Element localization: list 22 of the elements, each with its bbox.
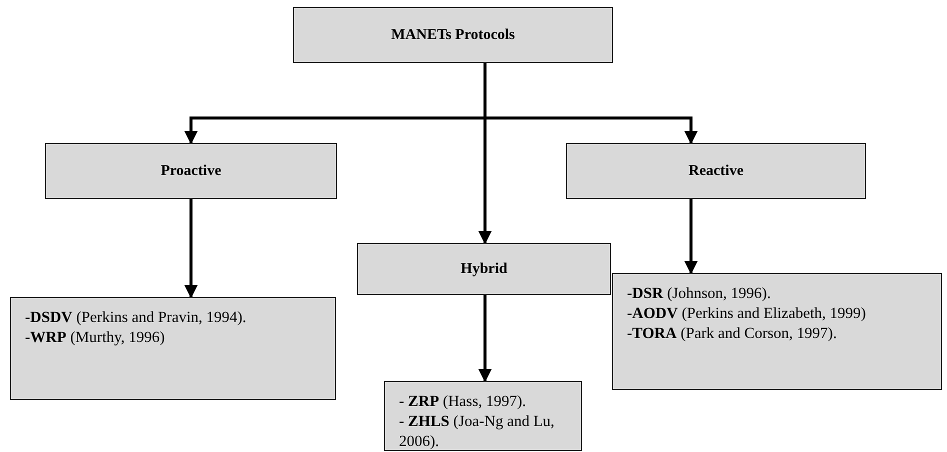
protocol-entry: -WRP (Murthy, 1996) (25, 328, 165, 348)
category-box (566, 143, 866, 199)
category-title: Reactive (688, 162, 744, 180)
protocol-list-box (612, 273, 942, 390)
protocol-entry: -DSDV (Perkins and Pravin, 1994). (25, 308, 246, 328)
protocol-entry: - ZHLS (Joa-Ng and Lu, 2006). (399, 412, 556, 452)
arrow (484, 63, 698, 144)
protocol-entry: -TORA (Park and Corson, 1997). (627, 324, 837, 344)
protocol-entry: -DSR (Johnson, 1996). (627, 284, 771, 304)
category-box (357, 243, 611, 295)
protocol-list-box (384, 381, 582, 451)
protocol-list-box (10, 297, 336, 400)
category-box (45, 143, 337, 199)
category-box (293, 7, 613, 63)
protocol-entry: - ZRP (Hass, 1997). (399, 392, 526, 412)
arrow (184, 199, 198, 298)
category-title: Proactive (160, 162, 222, 180)
category-title: MANETs Protocols (391, 26, 515, 44)
arrow (478, 295, 492, 382)
category-title: Hybrid (460, 260, 508, 278)
protocol-entry: -AODV (Perkins and Elizabeth, 1999) (627, 304, 866, 324)
arrow (684, 199, 698, 274)
